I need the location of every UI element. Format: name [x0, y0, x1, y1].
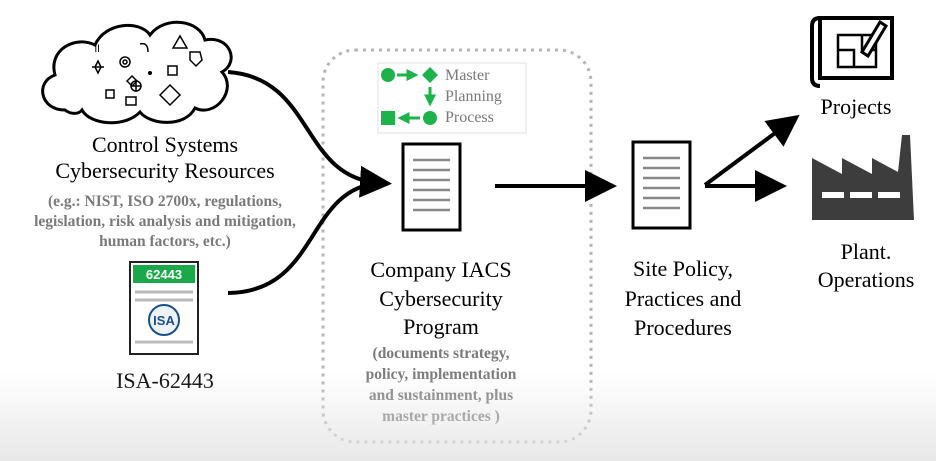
plant-label-line-2: Operations — [817, 266, 915, 292]
isa-logo-text: ISA — [153, 313, 175, 328]
program-detail-line-2: policy, implementation — [365, 365, 517, 383]
resources-detail-line-3: human factors, etc.) — [99, 233, 231, 251]
resources-detail-line-1: (e.g.: NIST, ISO 2700x, regulations, — [47, 193, 283, 210]
program-container — [321, 48, 593, 444]
program-detail-line-4: master practices ) — [382, 407, 500, 425]
program-title-line-3: Program — [403, 314, 479, 340]
resources-title: Control Systems Cybersecurity Resources — [40, 132, 290, 185]
blueprint-icon — [810, 16, 894, 88]
plant-operations-label: Plant. Operations — [796, 238, 936, 293]
connector-standard-to-program — [227, 181, 381, 295]
site-title-line-3: Procedures — [634, 315, 732, 341]
connector-site-to-projects — [703, 114, 800, 187]
resources-title-line-2: Cybersecurity Resources — [55, 158, 275, 184]
site-title-line-2: Practices and — [624, 285, 742, 311]
process-flow-icon — [377, 62, 527, 134]
connector-resources-to-program — [227, 70, 392, 198]
cloud-icon: ॥ — [41, 20, 233, 125]
standard-label: ISA-62443 — [116, 368, 214, 393]
program-title: Company IACS Cybersecurity Program — [334, 256, 548, 342]
site-document-icon — [631, 140, 692, 230]
resources-detail: (e.g.: NIST, ISO 2700x, regulations, leg… — [2, 192, 328, 252]
plant-label-line-1: Plant. — [840, 239, 892, 264]
master-planning-line-3: Process — [445, 108, 494, 126]
program-title-line-2: Cybersecurity — [379, 285, 503, 311]
program-detail: (documents strategy, policy, implementat… — [334, 344, 548, 428]
resources-title-line-1: Control Systems — [91, 132, 239, 157]
master-planning-line-1: Master — [445, 67, 490, 84]
master-planning-line-2: Planning — [445, 87, 502, 105]
svg-text:॥: ॥ — [93, 41, 100, 55]
standard-badge-text: 62443 — [146, 267, 182, 282]
site-title: Site Policy, Practices and Procedures — [598, 254, 768, 343]
projects-label: Projects — [820, 94, 892, 119]
site-title-line-1: Site Policy, — [632, 256, 734, 281]
factory-icon — [812, 135, 914, 220]
program-detail-line-1: (documents strategy, — [372, 345, 510, 362]
program-title-line-1: Company IACS — [370, 257, 512, 282]
resources-detail-line-2: legislation, risk analysis and mitigatio… — [34, 213, 296, 231]
program-detail-line-3: and sustainment, plus — [368, 386, 514, 404]
master-planning-label: Master Planning Process — [445, 66, 502, 128]
standard-document-icon: 62443 ISA — [129, 261, 199, 355]
program-document-icon — [401, 142, 462, 232]
